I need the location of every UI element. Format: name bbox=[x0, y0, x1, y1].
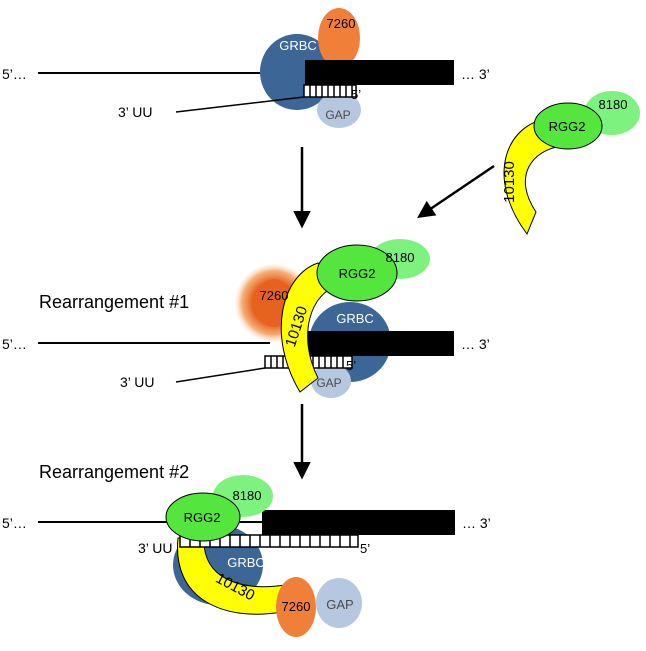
label-8180: 8180 bbox=[233, 488, 262, 503]
label-7260: 7260 bbox=[327, 16, 356, 31]
gap-protein bbox=[311, 364, 351, 398]
stage-3: Rearrangement #2 5’… … 3’ 3’ UU 5’ GRBC … bbox=[2, 462, 491, 637]
heading-rearrangement-2: Rearrangement #2 bbox=[39, 462, 189, 482]
label-gap: GAP bbox=[326, 597, 353, 612]
label-3prime-uu: 3’ UU bbox=[120, 374, 155, 390]
label-7260: 7260 bbox=[260, 288, 289, 303]
gap-protein bbox=[317, 92, 361, 128]
mrna-edited-region bbox=[305, 60, 454, 85]
protein-10130-incoming bbox=[503, 117, 563, 236]
label-5prime-left: 5’… bbox=[2, 66, 27, 82]
label-5prime-small: 5’ bbox=[346, 358, 356, 373]
label-rgg2: RGG2 bbox=[184, 510, 221, 525]
label-grbc: GRBC bbox=[227, 555, 265, 570]
label-7260: 7260 bbox=[282, 599, 311, 614]
label-3prime-right: … 3’ bbox=[462, 515, 491, 531]
guide-rna-base-pairs bbox=[303, 84, 357, 98]
label-5prime-left: 5’… bbox=[2, 336, 27, 352]
label-3prime-right: … 3’ bbox=[461, 336, 490, 352]
label-rgg2-incoming: RGG2 bbox=[549, 119, 586, 134]
label-5prime-small: 5’ bbox=[351, 87, 361, 102]
label-3prime-right: … 3’ bbox=[461, 66, 490, 82]
guide-rna-tail bbox=[175, 96, 305, 113]
incoming-complex: 8180 RGG2 10130 bbox=[501, 91, 640, 236]
guide-rna-tail bbox=[175, 367, 266, 383]
protein-7260 bbox=[318, 8, 360, 68]
label-grbc: GRBC bbox=[279, 38, 317, 53]
label-rgg2: RGG2 bbox=[339, 266, 376, 281]
heading-rearrangement-1: Rearrangement #1 bbox=[39, 292, 189, 312]
label-8180-incoming: 8180 bbox=[599, 97, 628, 112]
label-5prime-left: 5’… bbox=[2, 515, 27, 531]
label-5prime-small: 5’ bbox=[360, 541, 370, 556]
label-grbc: GRBC bbox=[336, 311, 374, 326]
label-10130-incoming: 10130 bbox=[501, 161, 518, 203]
protein-rgg2 bbox=[316, 244, 398, 302]
mrna-edited-region bbox=[305, 331, 454, 356]
label-3prime-uu: 3’ UU bbox=[138, 540, 173, 556]
gap-protein bbox=[316, 578, 362, 628]
protein-rgg2-incoming bbox=[533, 102, 603, 150]
label-3prime-uu: 3’ UU bbox=[118, 104, 153, 120]
protein-10130 bbox=[280, 262, 339, 393]
mrna-edited-region bbox=[262, 510, 455, 535]
label-gap: GAP bbox=[316, 376, 341, 390]
arrow-diagonal bbox=[417, 164, 495, 218]
stage-2: Rearrangement #1 5’… … 3’ 3’ UU 5’ GRBC … bbox=[2, 239, 490, 398]
label-gap: GAP bbox=[325, 108, 350, 122]
stage-1: 5’… … 3’ 3’ UU 5’ GRBC 7260 GAP bbox=[2, 8, 490, 128]
label-8180: 8180 bbox=[386, 250, 415, 265]
protein-rgg2 bbox=[165, 492, 241, 542]
protein-7260 bbox=[276, 577, 316, 637]
